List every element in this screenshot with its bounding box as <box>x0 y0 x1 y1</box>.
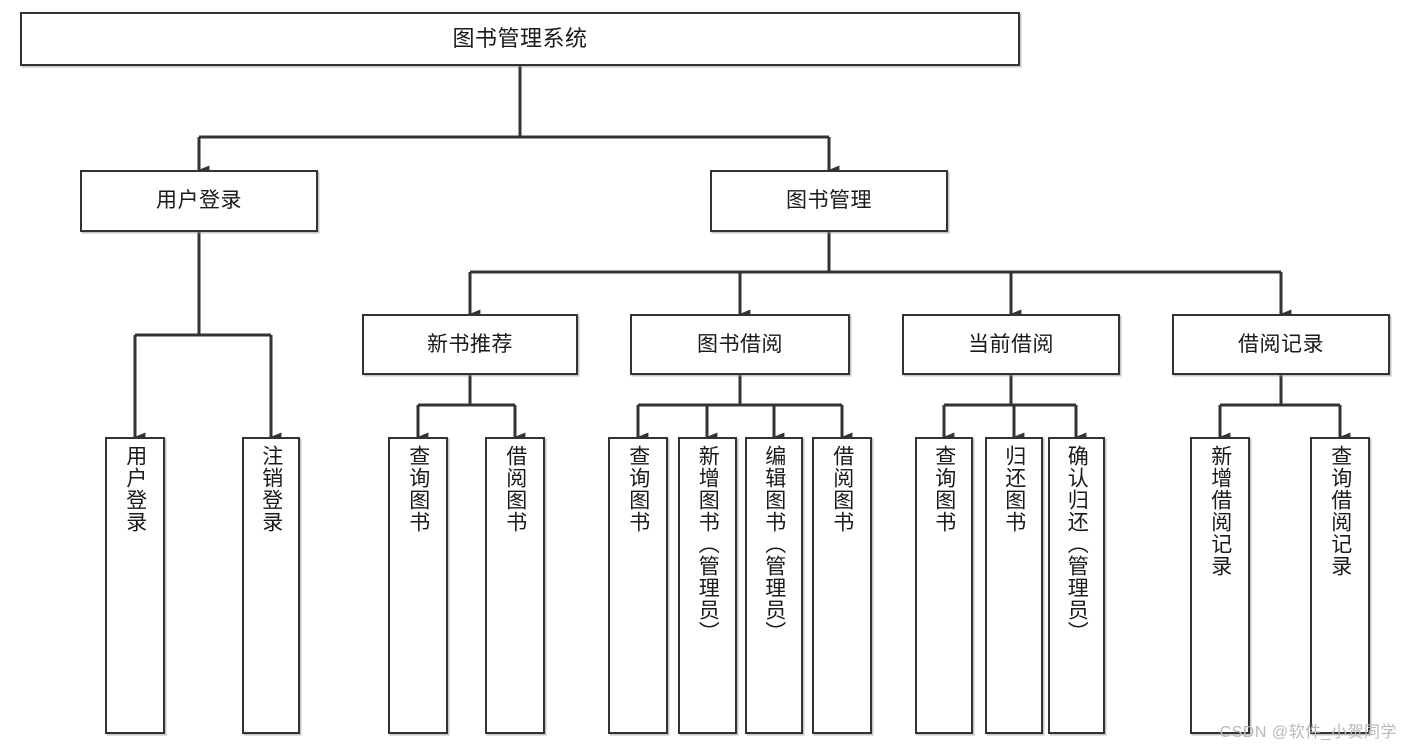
node-leaf-borrow-book-1[interactable]: 借阅图书 <box>485 437 545 734</box>
node-label: 编辑图书（管理员） <box>762 445 786 643</box>
node-current-borrow[interactable]: 当前借阅 <box>902 314 1120 375</box>
node-leaf-user-logout[interactable]: 注销登录 <box>242 437 300 734</box>
node-leaf-query-book-2[interactable]: 查询图书 <box>608 437 668 734</box>
node-book-manage[interactable]: 图书管理 <box>710 170 948 232</box>
node-label: 用户登录 <box>123 445 147 533</box>
node-label: 借阅图书 <box>830 445 854 533</box>
node-borrow-record[interactable]: 借阅记录 <box>1172 314 1390 375</box>
node-leaf-user-login[interactable]: 用户登录 <box>105 437 165 734</box>
node-label: 查询借阅记录 <box>1328 445 1352 577</box>
node-label: 借阅记录 <box>1238 332 1324 356</box>
node-book-borrow[interactable]: 图书借阅 <box>630 314 850 375</box>
node-leaf-borrow-book-2[interactable]: 借阅图书 <box>812 437 872 734</box>
node-leaf-query-book-1[interactable]: 查询图书 <box>388 437 448 734</box>
node-label: 图书管理 <box>786 189 872 213</box>
node-leaf-add-book[interactable]: 新增图书（管理员） <box>678 437 737 734</box>
node-leaf-add-record[interactable]: 新增借阅记录 <box>1190 437 1250 734</box>
node-new-book-recommend[interactable]: 新书推荐 <box>362 314 578 375</box>
csdn-watermark: CSDN @软件_小贺同学 <box>1219 724 1397 741</box>
node-label: 图书借阅 <box>697 332 783 356</box>
node-label: 查询图书 <box>932 445 956 533</box>
node-label: 注销登录 <box>259 445 283 533</box>
node-leaf-return-book[interactable]: 归还图书 <box>985 437 1043 734</box>
node-book-management-system[interactable]: 图书管理系统 <box>20 12 1020 66</box>
node-label: 用户登录 <box>156 189 242 213</box>
node-label: 图书管理系统 <box>452 25 588 51</box>
node-leaf-confirm-return[interactable]: 确认归还（管理员） <box>1048 437 1105 734</box>
node-label: 借阅图书 <box>503 445 527 533</box>
node-label: 当前借阅 <box>968 332 1054 356</box>
node-label: 查询图书 <box>626 445 650 533</box>
node-label: 确认归还（管理员） <box>1065 445 1089 643</box>
node-user-login[interactable]: 用户登录 <box>80 170 318 232</box>
node-label: 新增图书（管理员） <box>696 445 720 643</box>
node-leaf-edit-book[interactable]: 编辑图书（管理员） <box>745 437 803 734</box>
node-label: 新书推荐 <box>427 332 513 356</box>
node-label: 归还图书 <box>1002 445 1026 533</box>
node-leaf-query-record[interactable]: 查询借阅记录 <box>1310 437 1370 734</box>
node-label: 新增借阅记录 <box>1208 445 1232 577</box>
node-leaf-query-book-3[interactable]: 查询图书 <box>915 437 973 734</box>
node-label: 查询图书 <box>406 445 430 533</box>
